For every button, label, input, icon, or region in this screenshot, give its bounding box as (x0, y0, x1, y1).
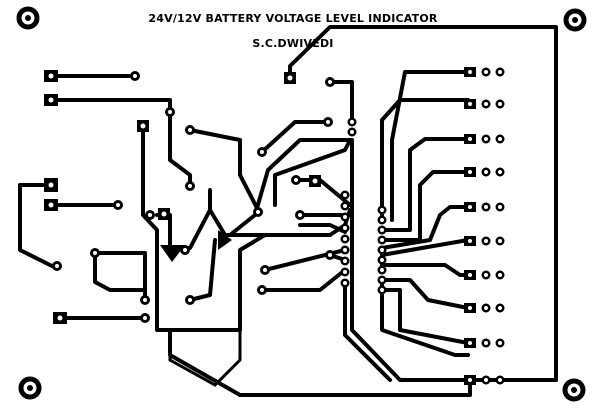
led-pad-square-drill (468, 205, 472, 209)
led-pad-square-drill (468, 341, 472, 345)
component-pads (44, 67, 505, 387)
led-pad-round-drill (484, 205, 488, 209)
ic-pin-right-drill (380, 258, 384, 262)
resistor-pad-drill (498, 70, 502, 74)
led-pad-round-drill (484, 306, 488, 310)
ic-pin-left-drill (343, 259, 347, 263)
resistor-pad-drill (498, 170, 502, 174)
ic-pin-left-drill (343, 193, 347, 197)
ic-pin-right-drill (380, 238, 384, 242)
ic-pin-right-drill (380, 268, 384, 272)
resistor-pad-drill (498, 273, 502, 277)
resistor-pad-drill (498, 306, 502, 310)
resistor-pad-drill (498, 378, 502, 382)
ic-pin-left-drill (343, 281, 347, 285)
led-pad-column (464, 67, 505, 385)
led-pad-square-drill (468, 378, 472, 382)
resistor-pad-drill (498, 102, 502, 106)
ic-pin-left-drill (343, 237, 347, 241)
ic-pin-right-drill (380, 228, 384, 232)
board-title: 24V/12V BATTERY VOLTAGE LEVEL INDICATOR (148, 12, 438, 25)
mounting-holes (16, 6, 587, 402)
resistor-pad-drill (498, 239, 502, 243)
resistor-pad-drill (498, 341, 502, 345)
ic-pin-right-drill (380, 248, 384, 252)
ic-pin-left-drill (343, 215, 347, 219)
led-pad-square-drill (468, 273, 472, 277)
ic-pin-column-right (377, 205, 387, 295)
ic-pin-left-drill (343, 270, 347, 274)
ic-pin-right-drill (380, 218, 384, 222)
led-pad-round-drill (484, 170, 488, 174)
ic-pin-left-drill (350, 130, 354, 134)
led-pad-round-drill (484, 137, 488, 141)
led-pad-round-drill (484, 273, 488, 277)
led-pad-square-drill (468, 239, 472, 243)
ic-pin-left-drill (343, 248, 347, 252)
resistor-pad-drill (498, 205, 502, 209)
led-pad-round-drill (484, 239, 488, 243)
ic-pin-right-drill (380, 288, 384, 292)
ic-pin-left-drill (343, 204, 347, 208)
led-pad-round-drill (484, 341, 488, 345)
led-pad-square-drill (468, 70, 472, 74)
ic-pin-right-drill (380, 278, 384, 282)
resistor-pad-drill (498, 137, 502, 141)
led-pad-round-drill (484, 70, 488, 74)
led-pad-square-drill (468, 306, 472, 310)
led-pad-square-drill (468, 137, 472, 141)
ic-pin-right-drill (380, 208, 384, 212)
board-author: S.C.DWIVEDI (252, 37, 334, 50)
led-pad-round-drill (484, 378, 488, 382)
ic-pin-left-drill (343, 226, 347, 230)
led-pad-round-drill (484, 102, 488, 106)
ic-pin-left-drill (350, 120, 354, 124)
ic-pin-column-left (340, 117, 357, 288)
led-pad-square-drill (468, 102, 472, 106)
led-pad-square-drill (468, 170, 472, 174)
